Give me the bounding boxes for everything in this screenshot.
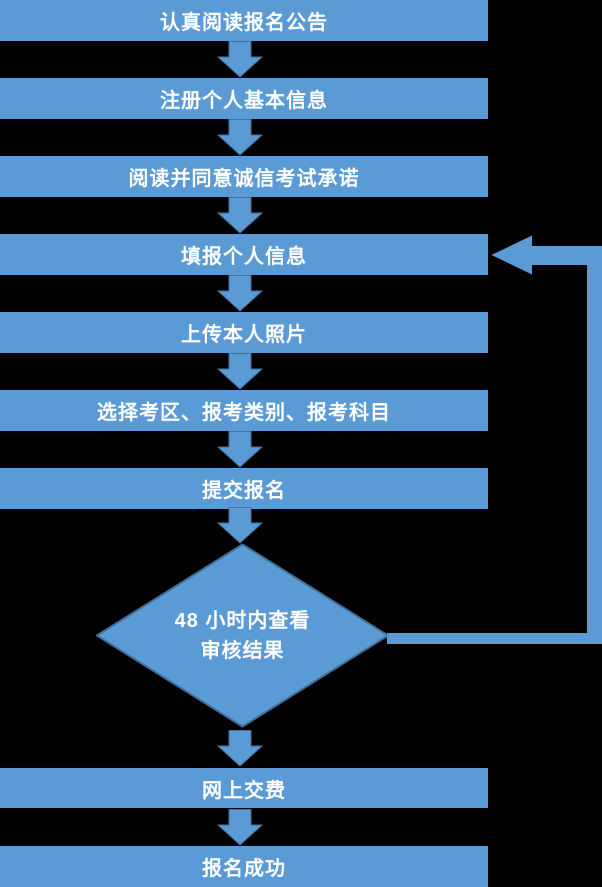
step-register-basic-info: 注册个人基本信息 bbox=[0, 78, 488, 119]
step-agree-honesty-pledge: 阅读并同意诚信考试承诺 bbox=[0, 156, 488, 197]
feedback-line-horizontal bbox=[387, 633, 602, 644]
feedback-arrow-shaft bbox=[532, 246, 602, 265]
down-arrow-icon bbox=[217, 119, 263, 156]
step-select-exam-options: 选择考区、报考类别、报考科目 bbox=[0, 390, 488, 431]
step-read-announcement: 认真阅读报名公告 bbox=[0, 0, 488, 41]
step-fill-personal-info: 填报个人信息 bbox=[0, 234, 488, 275]
step-pay-online: 网上交费 bbox=[0, 768, 488, 808]
down-arrow-icon bbox=[217, 507, 263, 544]
step-registration-success: 报名成功 bbox=[0, 846, 488, 887]
down-arrow-icon bbox=[217, 275, 263, 312]
decision-line-1: 48 小时内查看 bbox=[174, 609, 311, 632]
down-arrow-icon bbox=[217, 197, 263, 234]
down-arrow-icon bbox=[217, 431, 263, 468]
step-submit-registration: 提交报名 bbox=[0, 468, 488, 509]
decision-review-result-label: 48 小时内查看 审核结果 bbox=[95, 543, 390, 728]
step-upload-photo: 上传本人照片 bbox=[0, 312, 488, 353]
feedback-line-vertical bbox=[587, 246, 602, 644]
decision-diamond bbox=[95, 543, 390, 728]
down-arrow-icon bbox=[217, 809, 263, 846]
left-arrow-icon bbox=[491, 235, 533, 275]
down-arrow-icon bbox=[217, 730, 263, 767]
decision-line-2: 审核结果 bbox=[200, 639, 285, 662]
down-arrow-icon bbox=[217, 353, 263, 390]
down-arrow-icon bbox=[217, 41, 263, 78]
